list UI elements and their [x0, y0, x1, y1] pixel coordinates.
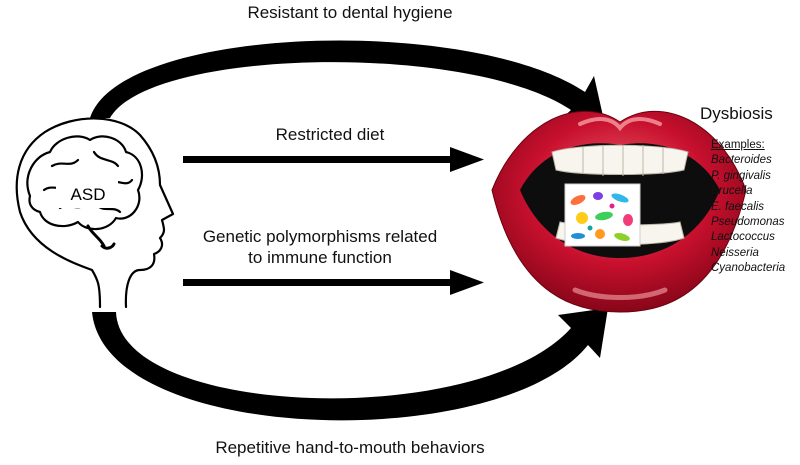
example-item: P. gingivalis [711, 169, 771, 182]
example-item: E. faecalis [711, 200, 765, 213]
example-item: Pseudomonas [711, 216, 785, 229]
genetic-arrow [183, 270, 484, 295]
label-genetic-line2: to immune function [248, 248, 392, 267]
example-item: Cyanobacteria [711, 262, 786, 275]
bacteria-icon [564, 183, 641, 247]
diet-arrow [183, 147, 484, 172]
label-resistant-hygiene: Resistant to dental hygiene [247, 3, 453, 22]
dysbiosis-title: Dysbiosis [700, 104, 773, 123]
label-genetic-line1: Genetic polymorphisms related [202, 227, 438, 246]
example-item: Lactococcus [711, 231, 775, 244]
example-item: Bacteroides [711, 154, 772, 167]
bottom-curved-arrow [92, 308, 608, 421]
label-genetic-polymorphisms: Genetic polymorphisms related to immune … [150, 226, 490, 268]
examples-heading: Examples: [711, 139, 765, 151]
label-restricted-diet: Restricted diet [275, 125, 385, 144]
example-item: Brucella [711, 185, 753, 198]
examples-list: Examples: Bacteroides P. gingivalis Bruc… [711, 138, 785, 277]
head-label: ASD [71, 185, 106, 204]
head-label-bg [56, 178, 118, 208]
brain-head-icon [15, 117, 175, 309]
example-item: Neisseria [711, 246, 759, 259]
top-curved-arrow [90, 40, 605, 125]
label-hand-to-mouth: Repetitive hand-to-mouth behaviors [215, 438, 485, 457]
